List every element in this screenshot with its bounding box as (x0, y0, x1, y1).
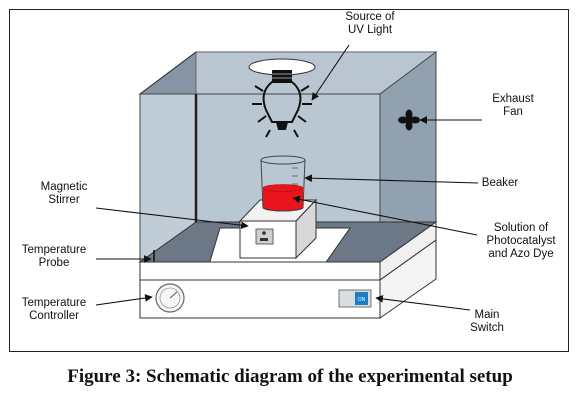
beaker (260, 155, 306, 212)
diagram-frame (9, 9, 569, 352)
uv-chamber (138, 51, 438, 263)
label-magnetic-stirrer-line2: Stirrer (48, 194, 80, 206)
label-main-switch: Main Switch (452, 309, 522, 335)
label-solution-line3: and Azo Dye (488, 248, 554, 260)
annotation-arrows (95, 44, 482, 311)
label-main-switch-line1: Main (474, 309, 500, 321)
label-uv-source-line1: Source of (345, 11, 395, 23)
main-switch: ON (338, 289, 372, 308)
arrow-solution (292, 195, 478, 236)
label-main-switch-line2: Switch (470, 322, 504, 334)
arrow-magnetic-stirrer (95, 207, 249, 230)
label-solution: Solution of Photocatalyst and Azo Dye (476, 222, 566, 261)
label-temperature-controller-line2: Controller (29, 310, 79, 322)
arrow-temperature-controller (95, 294, 153, 306)
setup-diagram: ON (95, 44, 482, 319)
arrow-beaker (304, 174, 479, 184)
azo-dye-solution (263, 188, 303, 211)
label-exhaust-fan-line2: Fan (503, 106, 523, 118)
label-uv-source: Source of UV Light (330, 11, 410, 37)
label-temperature-probe-line2: Probe (38, 257, 70, 269)
temperature-controller-dial (155, 283, 185, 313)
arrow-uv-source (311, 44, 350, 101)
label-uv-source-line2: UV Light (347, 24, 393, 36)
label-magnetic-stirrer: Magnetic Stirrer (28, 181, 100, 207)
uv-lamp-icon (252, 70, 312, 138)
label-beaker-line1: Beaker (481, 177, 519, 189)
figure-caption: Figure 3: Schematic diagram of the exper… (67, 366, 513, 387)
label-temperature-controller: Temperature Controller (12, 297, 96, 323)
label-magnetic-stirrer-line1: Magnetic (40, 181, 88, 193)
exhaust-fan-icon (398, 109, 420, 131)
label-exhaust-fan: Exhaust Fan (478, 93, 548, 119)
label-exhaust-fan-line1: Exhaust (492, 93, 534, 105)
label-temperature-probe: Temperature Probe (12, 244, 96, 270)
label-temperature-probe-line1: Temperature (21, 244, 87, 256)
label-beaker: Beaker (470, 177, 530, 190)
label-solution-line1: Solution of (493, 222, 549, 234)
label-solution-line2: Photocatalyst (486, 235, 556, 247)
arrow-main-switch (375, 295, 471, 311)
main-switch-text: ON (358, 297, 366, 303)
label-temperature-controller-line1: Temperature (21, 297, 87, 309)
